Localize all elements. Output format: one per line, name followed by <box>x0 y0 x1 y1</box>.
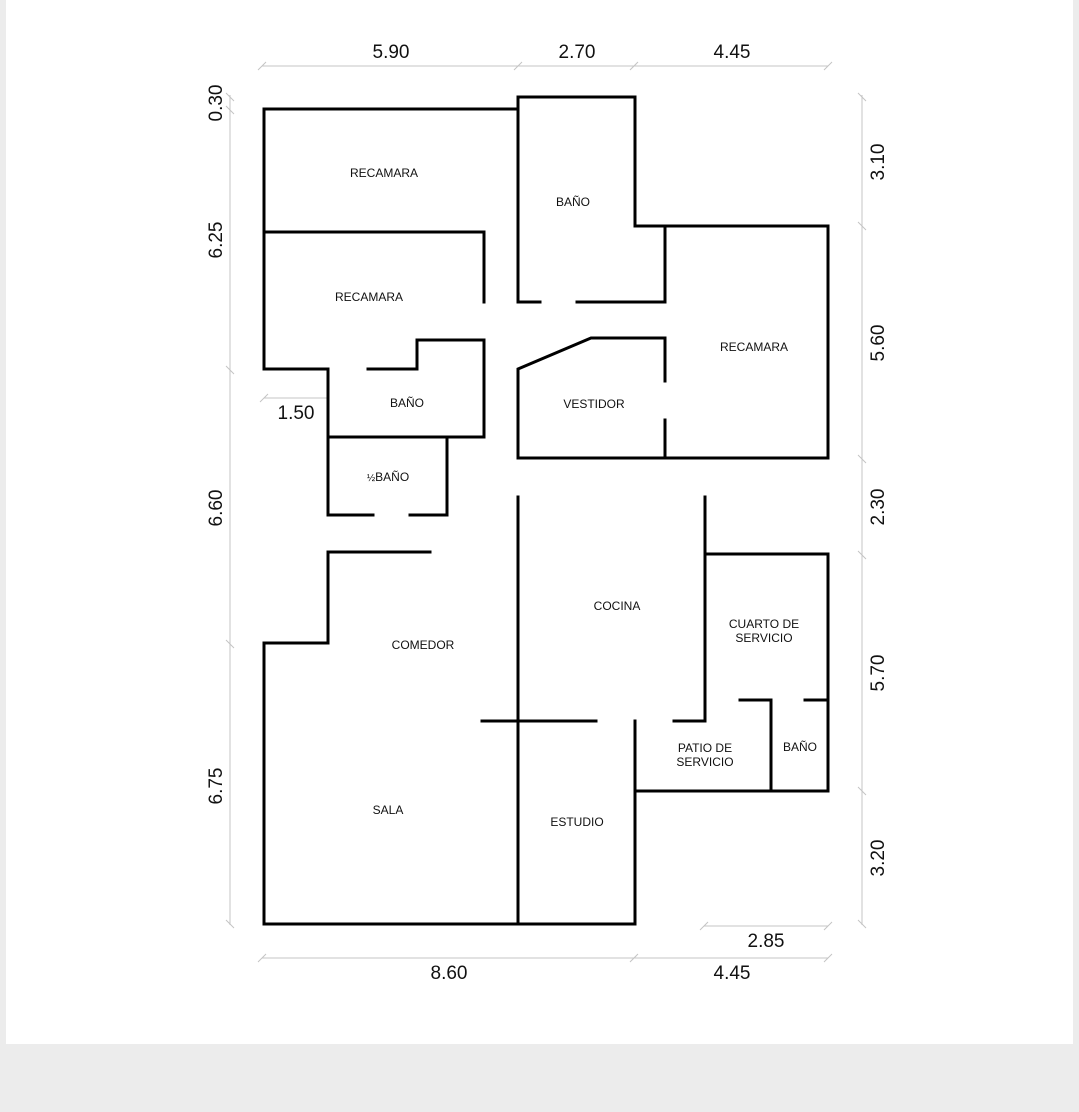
room-cocina: COCINA <box>594 599 641 613</box>
room-cuarto-servicio-line2: SERVICIO <box>735 631 792 645</box>
room-patio-servicio-line1: PATIO DE <box>678 741 732 755</box>
room-cuarto-servicio-line1: CUARTO DE <box>729 617 799 631</box>
dim-right-5: 3.20 <box>868 840 889 877</box>
dim-bottom-1: 8.60 <box>431 963 468 984</box>
dim-right-1: 3.10 <box>868 144 889 181</box>
dim-left-inner: 1.50 <box>278 403 315 424</box>
dim-top-2: 2.70 <box>559 42 596 63</box>
dim-right-4: 5.70 <box>868 655 889 692</box>
room-vestidor: VESTIDOR <box>563 397 625 411</box>
dim-top-1: 5.90 <box>373 42 410 63</box>
room-bano-servicio: BAÑO <box>783 740 817 754</box>
medio-bano-label: BAÑO <box>375 470 409 484</box>
room-recamara-1: RECAMARA <box>350 166 418 180</box>
dimension-lines <box>225 61 867 963</box>
dim-top-3: 4.45 <box>714 42 751 63</box>
room-comedor: COMEDOR <box>392 638 455 652</box>
floor-plan: RECAMARA RECAMARA BAÑO RECAMARA BAÑO VES… <box>206 42 889 984</box>
room-patio-servicio-line2: SERVICIO <box>676 755 733 769</box>
dim-right-3: 2.30 <box>868 489 889 526</box>
room-medio-bano: ½BAÑO <box>367 470 409 484</box>
dim-left-4: 6.75 <box>206 768 227 805</box>
room-recamara-3: RECAMARA <box>720 340 788 354</box>
room-recamara-2: RECAMARA <box>335 290 403 304</box>
room-sala: SALA <box>373 803 404 817</box>
room-bano-top: BAÑO <box>556 195 590 209</box>
dim-left-2: 6.25 <box>206 222 227 259</box>
room-estudio: ESTUDIO <box>550 815 603 829</box>
drawing-sheet: RECAMARA RECAMARA BAÑO RECAMARA BAÑO VES… <box>6 0 1073 1044</box>
dim-left-3: 6.60 <box>206 490 227 527</box>
dim-bottom-inner: 2.85 <box>748 931 785 952</box>
dim-bottom-2: 4.45 <box>714 963 751 984</box>
medio-bano-fraction: ½ <box>367 473 376 484</box>
dimension-labels: 5.90 2.70 4.45 8.60 4.45 2.85 1.50 0.30 … <box>206 42 889 984</box>
room-labels: RECAMARA RECAMARA BAÑO RECAMARA BAÑO VES… <box>335 166 817 829</box>
walls <box>262 95 830 926</box>
room-bano-mid: BAÑO <box>390 396 424 410</box>
dim-left-1: 0.30 <box>206 85 227 122</box>
dim-right-2: 5.60 <box>868 325 889 362</box>
